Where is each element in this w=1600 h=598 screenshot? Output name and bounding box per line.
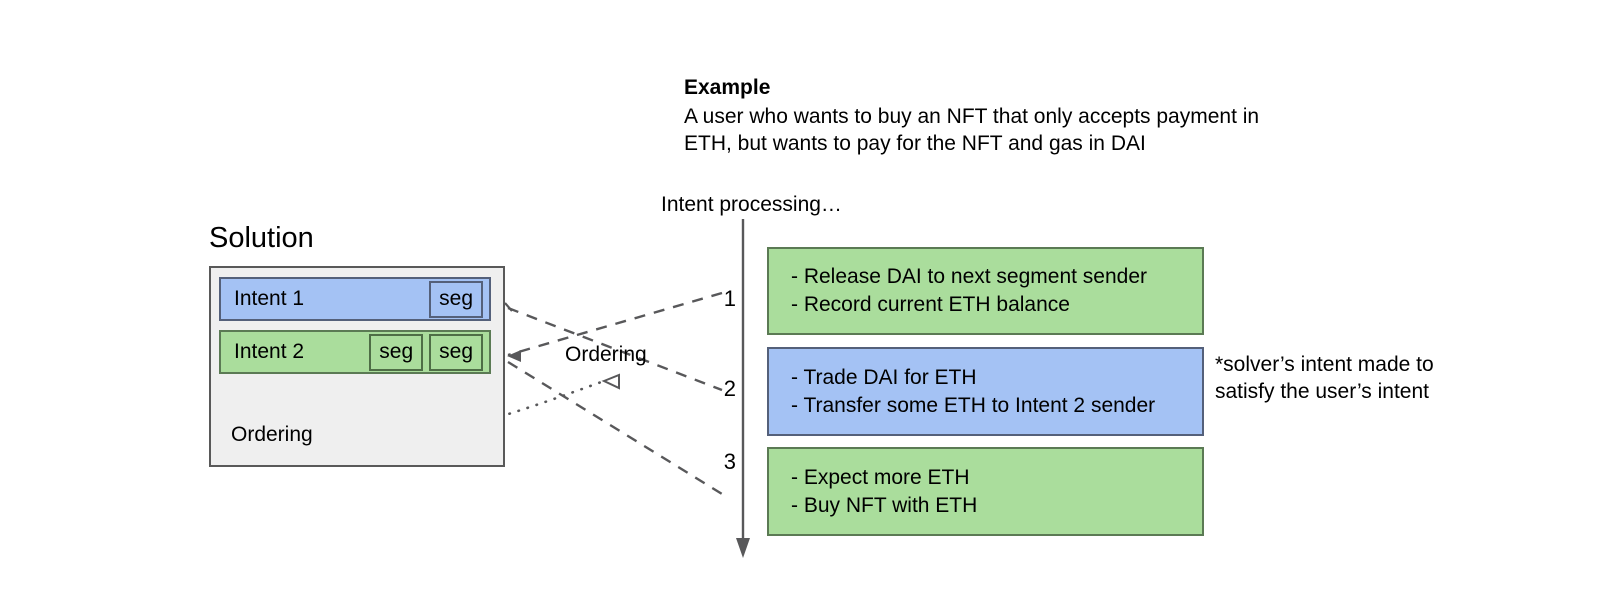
step-1-line-1: - Release DAI to next segment sender xyxy=(791,265,1148,288)
solution-panel: Intent 1 seg Intent 2 seg seg Ordering xyxy=(209,266,505,467)
step-number-1: 1 xyxy=(723,286,736,311)
connector-intent2-to-step3 xyxy=(507,360,723,496)
solution-title: Solution xyxy=(209,222,314,254)
step-number-3: 3 xyxy=(723,449,736,474)
intent-row-2[interactable]: Intent 2 seg seg xyxy=(219,330,491,374)
connector-tick-intent1 xyxy=(504,302,513,312)
intent-2-segment-1[interactable]: seg xyxy=(369,333,424,371)
connector-intent2-to-step1 xyxy=(507,291,723,362)
step-box-1[interactable]: - Release DAI to next segment sender - R… xyxy=(767,247,1204,335)
step-box-3[interactable]: - Expect more ETH - Buy NFT with ETH xyxy=(767,447,1204,536)
connector-intent1-to-step2 xyxy=(507,306,723,392)
intent-processing-label: Intent processing… xyxy=(661,193,842,216)
step-number-2: 2 xyxy=(723,376,736,401)
solver-intent-footnote: *solver’s intent made to satisfy the use… xyxy=(1215,353,1434,403)
intent-row-1[interactable]: Intent 1 seg xyxy=(219,277,491,321)
step-2-line-2: - Transfer some ETH to Intent 2 sender xyxy=(791,393,1156,417)
example-title: Example xyxy=(684,76,771,99)
middle-ordering-label: Ordering xyxy=(565,343,647,366)
step-2-line-1: - Trade DAI for ETH xyxy=(791,365,977,389)
intent-2-segment-2[interactable]: seg xyxy=(429,333,483,371)
intent-1-label: Intent 1 xyxy=(234,287,305,310)
step-3-line-1: - Expect more ETH xyxy=(791,465,970,489)
step-box-2[interactable]: - Trade DAI for ETH - Transfer some ETH … xyxy=(767,347,1204,436)
intent-1-segment-1[interactable]: seg xyxy=(429,280,483,318)
example-note: Example A user who wants to buy an NFT t… xyxy=(684,74,1324,157)
intent-2-label: Intent 2 xyxy=(234,340,305,363)
intent-processing-axis xyxy=(736,219,750,558)
step-3-line-2: - Buy NFT with ETH xyxy=(791,493,978,517)
step-1-line-2: - Record current ETH balance xyxy=(791,293,1070,316)
example-body: A user who wants to buy an NFT that only… xyxy=(684,105,1260,155)
solution-ordering-label: Ordering xyxy=(231,423,313,446)
